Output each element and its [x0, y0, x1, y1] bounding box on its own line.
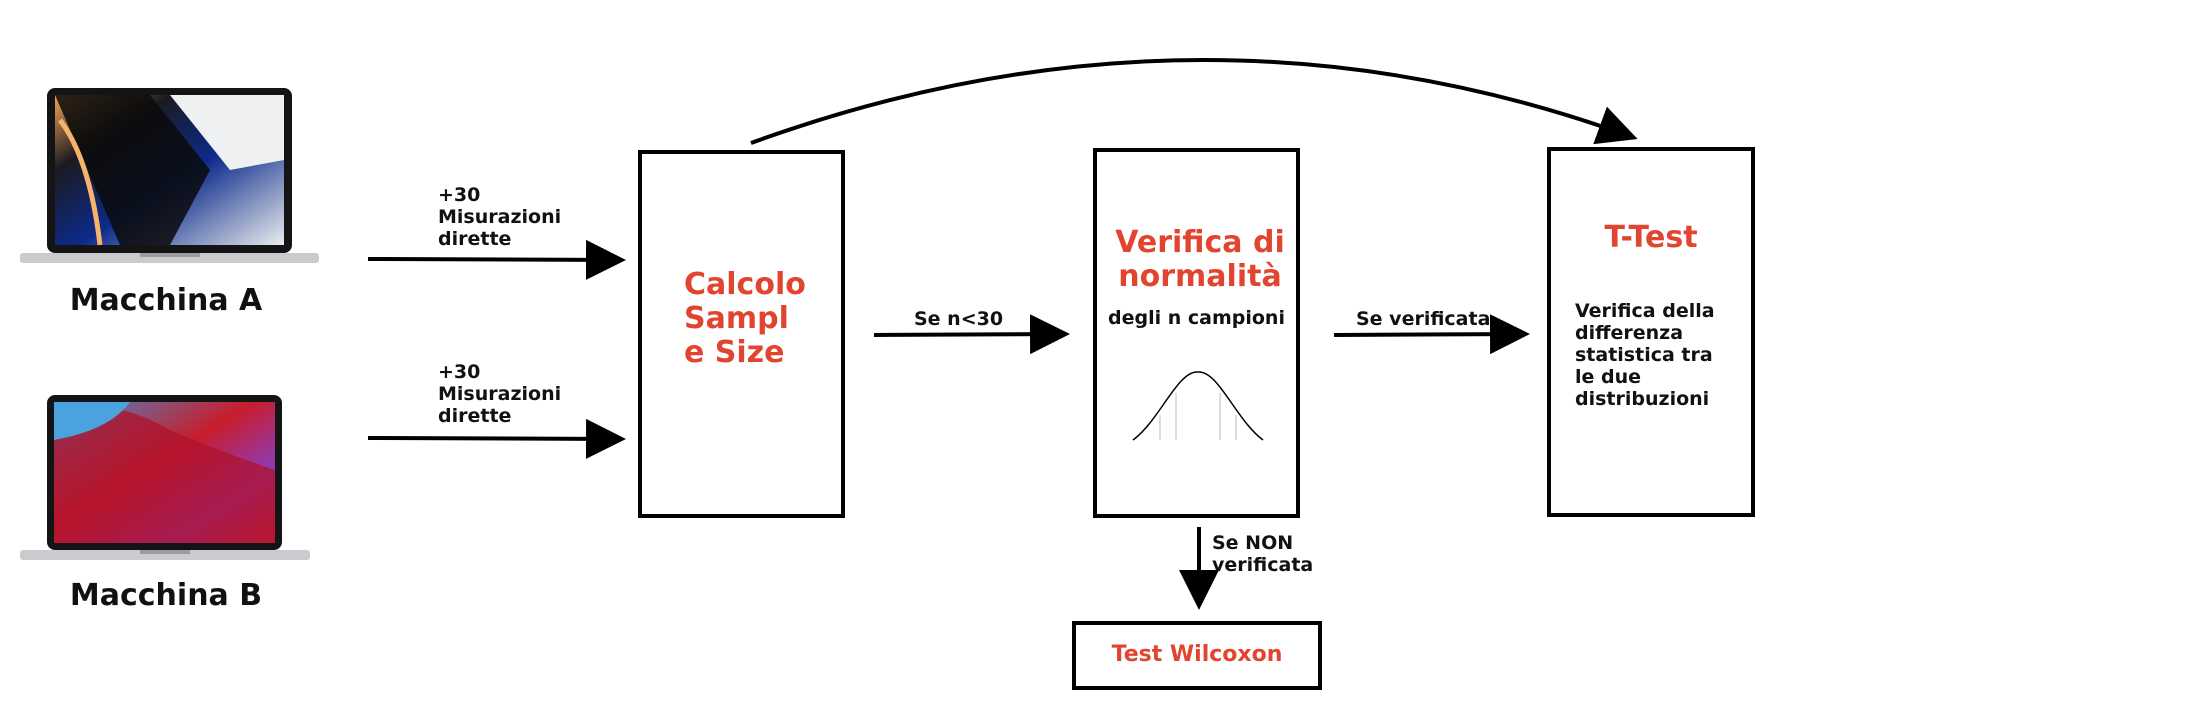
- edge-label-n-under-30: Se n<30: [914, 308, 1004, 330]
- ttest-box: [1547, 147, 1755, 517]
- arrow-b-to-calc: [367, 418, 626, 459]
- ttest-title: T-Test: [1604, 220, 1698, 255]
- laptop-a-icon: [20, 88, 319, 263]
- calc-box: [638, 150, 845, 518]
- edge-label-verified: Se verificata: [1356, 308, 1491, 330]
- wilcoxon-box: [1072, 621, 1322, 690]
- wilcoxon-title: Test Wilcoxon: [1111, 642, 1283, 667]
- edge-label-not-verified: Se NON verificata: [1212, 532, 1314, 576]
- normal-curve-icon: [1132, 371, 1264, 441]
- machine-a-label: Macchina A: [69, 283, 263, 318]
- edge-label-a: +30 Misurazioni dirette: [438, 184, 562, 250]
- machine-b-label: Macchina B: [69, 578, 263, 613]
- verify-subtitle: degli n campioni: [1108, 307, 1285, 329]
- verify-title: Verifica di normalità: [1115, 225, 1285, 294]
- arrow-calc-to-ttest: [750, 57, 1638, 145]
- edge-label-b: +30 Misurazioni dirette: [438, 361, 562, 427]
- arrow-a-to-calc: [367, 239, 626, 280]
- arrow-calc-to-verify: [873, 314, 1070, 355]
- laptop-b-icon: [20, 395, 310, 560]
- verify-box: [1093, 148, 1300, 518]
- arrow-verify-to-ttest: [1333, 314, 1530, 355]
- calc-title: Calcolo Sampl e Size: [684, 267, 806, 370]
- ttest-description: Verifica della differenza statistica tra…: [1575, 300, 1715, 410]
